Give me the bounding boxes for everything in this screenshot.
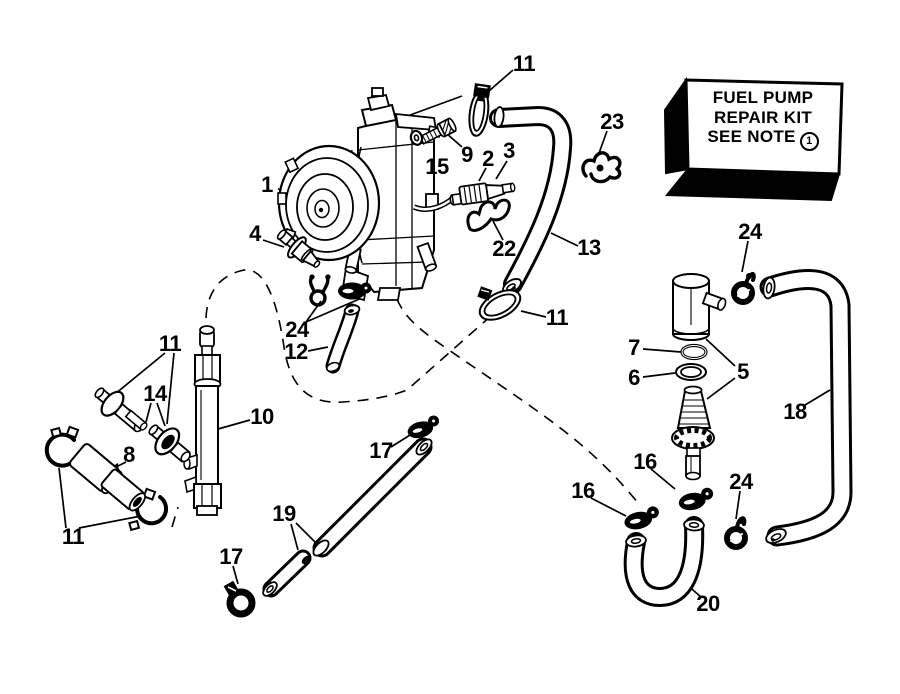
callout-22: 22: [492, 236, 516, 261]
callout-15: 15: [425, 154, 449, 179]
callout-23: 23: [600, 109, 624, 134]
callout-16-right: 16: [633, 449, 657, 474]
gasket-6: [675, 363, 707, 381]
callout-11-left: 11: [158, 331, 182, 356]
connector-2-3: [449, 182, 516, 206]
dashed-routing-lines: [171, 261, 639, 528]
callout-14: 14: [143, 381, 167, 406]
callout-16-left: 16: [571, 478, 595, 503]
pin-14: [124, 409, 148, 431]
hose-clamp-11-top: [468, 83, 491, 137]
callout-6: 6: [628, 365, 640, 390]
fuel-pump-assembly: [277, 87, 455, 302]
pinch-clamp-16-right: [678, 487, 714, 511]
callout-8: 8: [123, 442, 135, 467]
wire-clamp-11-b: [128, 487, 168, 532]
callout-7: 7: [628, 335, 640, 360]
callout-1: 1: [261, 172, 273, 197]
callout-4: 4: [249, 221, 261, 246]
pinch-clamp-16-left: [624, 506, 659, 530]
o-ring-7: [680, 343, 708, 361]
callout-9: 9: [461, 142, 473, 167]
callout-17-mid: 17: [369, 438, 393, 463]
pinch-clamp-17-mid: [407, 415, 440, 439]
callout-17-left: 17: [219, 544, 243, 569]
callout-24-top-right: 24: [738, 219, 762, 244]
wire-clamp-11-a: [44, 425, 80, 468]
hose-clamp-11-mid: [477, 286, 522, 321]
kit-note-line1: FUEL PUMP: [712, 88, 814, 107]
callout-18: 18: [783, 399, 807, 424]
hose-20: [623, 516, 705, 608]
filter-cup-5: [672, 273, 727, 341]
pinch-clamp-17-bottom: [223, 580, 256, 618]
hose-12: [325, 303, 361, 374]
callout-24-pump: 24: [285, 317, 309, 342]
fuel-line-19-short: [262, 549, 312, 598]
fuel-connector-10: [183, 325, 222, 516]
filter-element-5: [671, 385, 715, 481]
repair-kit-box: [663, 76, 844, 202]
callout-19: 19: [272, 501, 296, 526]
check-valve-4: [276, 229, 321, 268]
callout-11-bottom-left: 11: [61, 524, 85, 549]
hose-18: [759, 269, 853, 547]
callout-3: 3: [503, 138, 515, 163]
callout-13: 13: [577, 235, 601, 260]
note-number-circle: 1: [799, 132, 819, 151]
clamp-24-top-right: [731, 272, 756, 305]
callout-10: 10: [250, 404, 274, 429]
fuel-line-19-long: [312, 437, 433, 558]
wire-clamp-24-pump: [308, 274, 331, 307]
callout-20: 20: [696, 591, 720, 616]
callout-2: 2: [482, 146, 494, 171]
pinch-clamp-24-pump: [338, 282, 372, 300]
callout-11-mid: 11: [545, 305, 569, 330]
wire-clip-23: [581, 151, 622, 184]
callout-24-bottom-right: 24: [729, 469, 753, 494]
callout-5: 5: [737, 359, 749, 384]
washer-15: [409, 129, 424, 146]
bolt-9: [418, 117, 457, 145]
hose-13: [489, 105, 573, 294]
kit-note-line2: REPAIR KIT: [713, 107, 813, 127]
fitting-14-right: [148, 424, 191, 463]
sleeve-8-lower: [100, 468, 146, 512]
callout-11-top: 11: [512, 51, 536, 76]
wire-retainer-22: [466, 198, 511, 232]
callout-12: 12: [284, 339, 308, 364]
clamp-24-bottom-right: [724, 516, 748, 550]
